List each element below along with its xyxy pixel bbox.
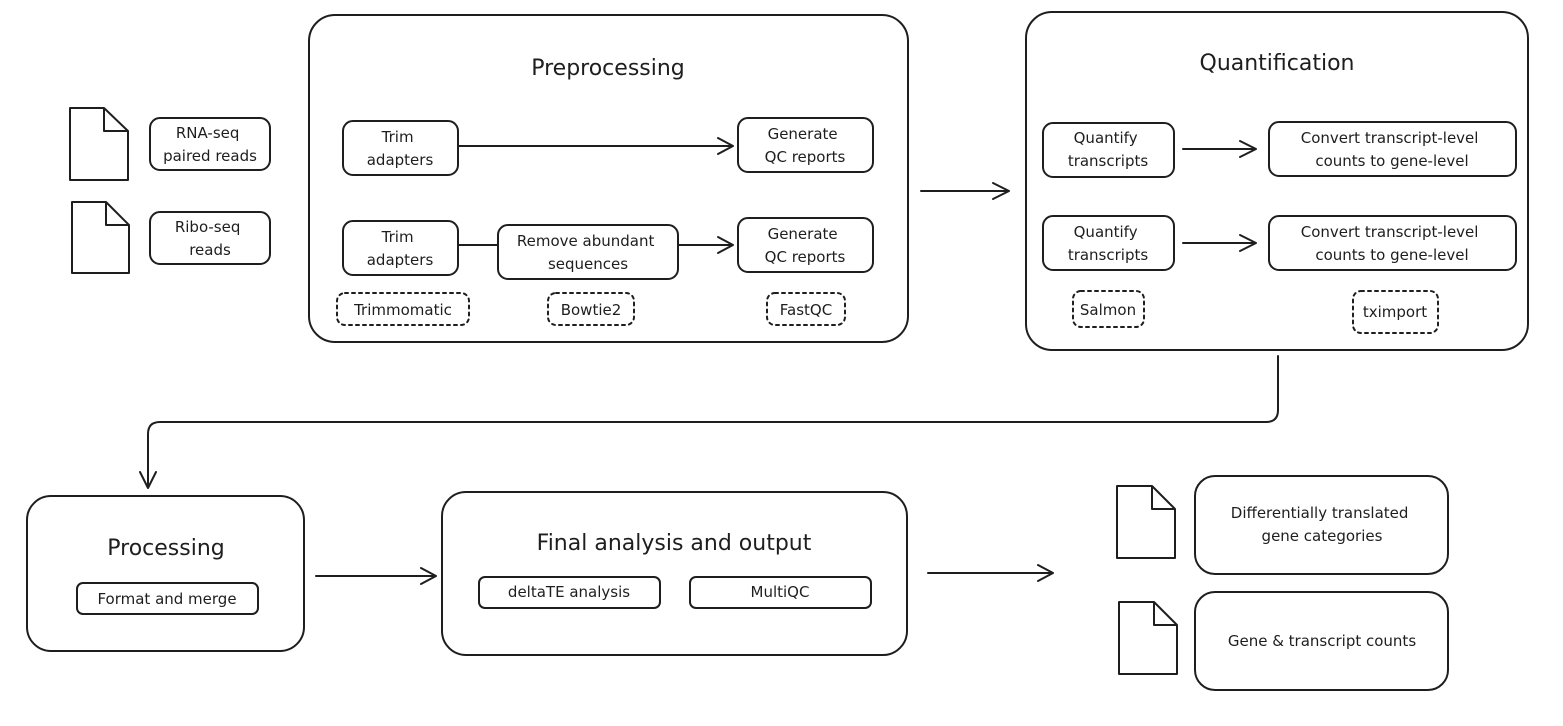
tool-badge: FastQC: [766, 292, 846, 326]
tool-badge: Bowtie2: [547, 292, 635, 326]
file-icon: [71, 201, 130, 274]
svg-text:Salmon: Salmon: [1080, 301, 1136, 319]
format-merge-step: Format and merge: [76, 582, 259, 615]
trim-adapters-step: Trim adapters: [342, 120, 459, 176]
quantify-transcripts-step: Quantify transcripts: [1042, 215, 1175, 271]
ribo-seq-input: Ribo-seq reads: [71, 201, 271, 274]
file-icon: [1116, 485, 1176, 559]
tool-badge: tximport: [1352, 290, 1439, 334]
arrow: [920, 182, 1010, 200]
arrow: [457, 137, 734, 155]
preprocessing-title: Preprocessing: [531, 56, 685, 81]
generate-qc-step: Generate QC reports: [737, 117, 874, 173]
svg-text:Generate QC reports: Generate QC reports: [765, 225, 846, 266]
final-analysis-panel: Final analysis and output deltaTE analys…: [441, 491, 908, 656]
svg-text:Quantify transcripts: Quantify transcripts: [1068, 223, 1149, 264]
deltate-step: deltaTE analysis: [478, 576, 661, 609]
quantify-transcripts-step: Quantify transcripts: [1042, 122, 1175, 178]
svg-text:Trimmomatic: Trimmomatic: [353, 301, 452, 319]
processing-title: Processing: [107, 536, 224, 561]
translated-output: Differentially translated gene categorie…: [1116, 475, 1449, 575]
processing-panel: Processing Format and merge: [26, 495, 305, 652]
tool-badge: Trimmomatic: [336, 292, 470, 326]
svg-text:Format and merge: Format and merge: [97, 590, 236, 608]
file-icon: [1118, 601, 1178, 675]
counts-output-label: Gene & transcript counts: [1228, 632, 1416, 650]
svg-text:Bowtie2: Bowtie2: [561, 301, 622, 319]
ribo-seq-label: Ribo-seq reads: [175, 218, 245, 259]
svg-text:Quantify transcripts: Quantify transcripts: [1068, 129, 1149, 170]
convert-counts-step: Convert transcript-level counts to gene-…: [1268, 215, 1517, 271]
rna-seq-label: RNA-seq paired reads: [163, 124, 257, 165]
quantification-panel: Quantification Quantify transcripts Conv…: [1025, 11, 1529, 351]
svg-text:deltaTE analysis: deltaTE analysis: [508, 583, 630, 601]
svg-text:Generate QC reports: Generate QC reports: [765, 125, 846, 166]
arrow: [1182, 140, 1257, 158]
svg-text:MultiQC: MultiQC: [751, 583, 810, 601]
remove-abundant-step: Remove abundant sequences: [497, 224, 679, 280]
multiqc-step: MultiQC: [689, 576, 872, 609]
trim-adapters-step: Trim adapters: [342, 220, 459, 276]
connector-arrow: [139, 355, 1279, 489]
convert-counts-step: Convert transcript-level counts to gene-…: [1268, 121, 1517, 177]
preprocessing-panel: Preprocessing Trim adapters Generate QC …: [308, 14, 909, 343]
rna-seq-input: RNA-seq paired reads: [69, 107, 271, 181]
counts-output: Gene & transcript counts: [1118, 591, 1449, 691]
quantification-title: Quantification: [1200, 51, 1355, 76]
tool-badge: Salmon: [1072, 290, 1145, 328]
generate-qc-step: Generate QC reports: [737, 217, 874, 273]
svg-text:Trim adapters: Trim adapters: [367, 228, 434, 269]
arrow: [1182, 234, 1257, 252]
svg-text:Remove abundant sequen: Remove abundant sequences: [517, 232, 659, 273]
arrow: [677, 236, 734, 254]
final-analysis-title: Final analysis and output: [537, 531, 812, 556]
translated-output-label: Differentially translated gene categorie…: [1231, 504, 1413, 545]
svg-text:Convert transcript-level: Convert transcript-level counts to gene-…: [1301, 129, 1484, 170]
arrow: [927, 564, 1054, 582]
arrow: [315, 567, 437, 585]
svg-text:FastQC: FastQC: [780, 301, 832, 319]
svg-text:Trim adapters: Trim adapters: [367, 128, 434, 169]
svg-text:Convert transcript-level: Convert transcript-level counts to gene-…: [1301, 223, 1484, 264]
svg-text:tximport: tximport: [1363, 303, 1427, 321]
file-icon: [69, 107, 129, 181]
